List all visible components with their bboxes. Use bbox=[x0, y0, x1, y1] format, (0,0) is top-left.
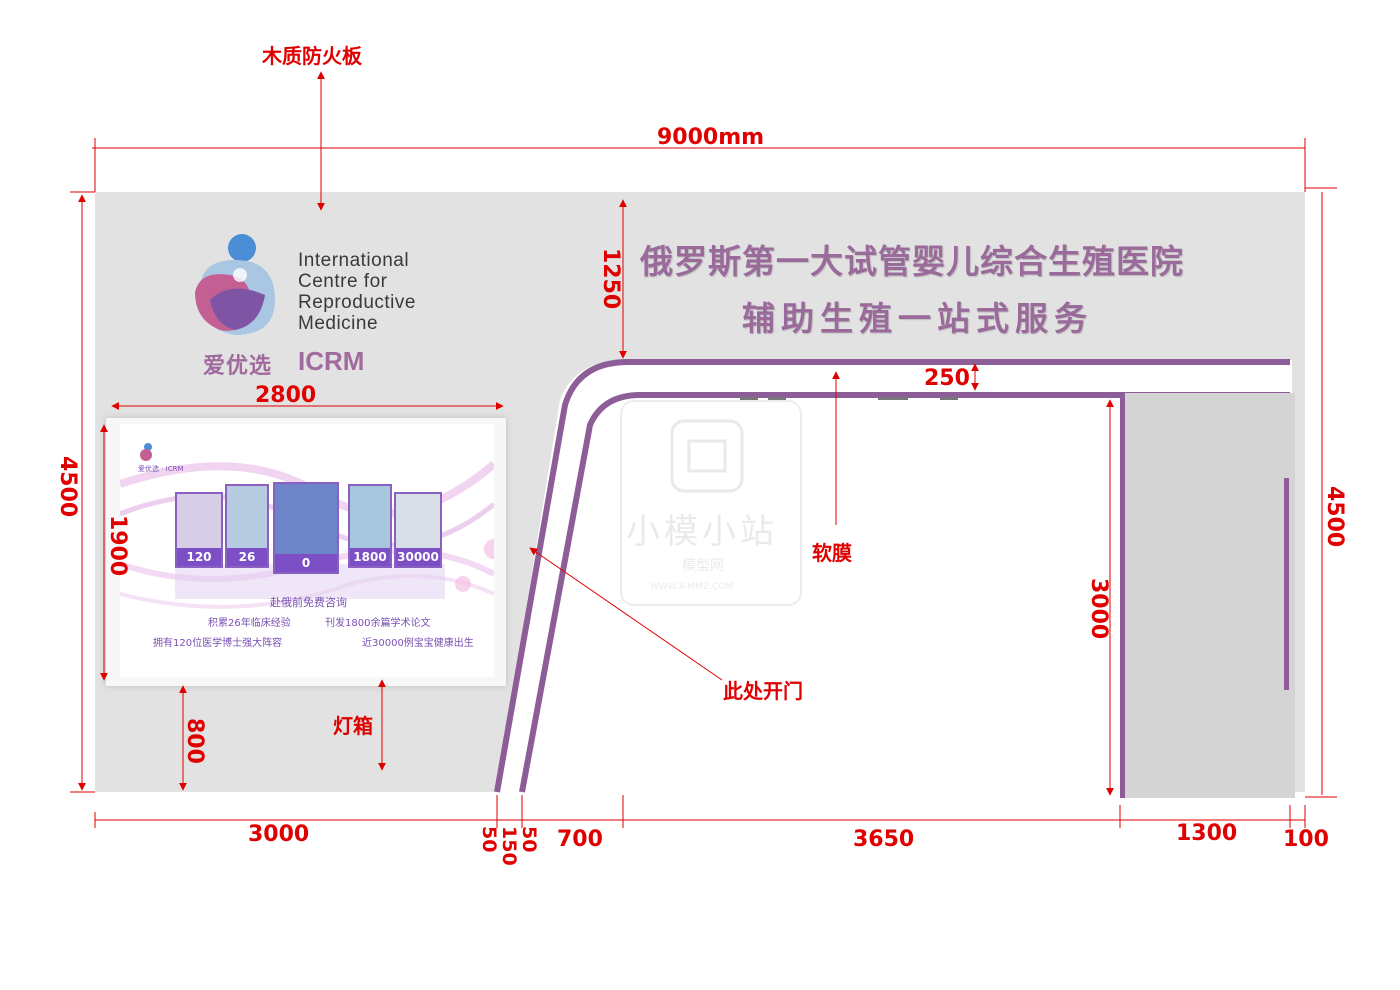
label-bottom-1300: 1300 bbox=[1176, 821, 1238, 846]
screen-line: 赴俄前免费咨询 bbox=[270, 596, 347, 609]
screen-line: 积累26年临床经验 bbox=[208, 618, 291, 629]
label-height-right: 4500 bbox=[1322, 486, 1347, 548]
outer-stripe bbox=[494, 359, 1290, 793]
label-bottom-3650: 3650 bbox=[853, 827, 915, 852]
label-bottom-150: 150 bbox=[498, 826, 520, 866]
label-total-width: 9000mm bbox=[657, 125, 765, 150]
fixture bbox=[768, 397, 786, 400]
main-title: 俄罗斯第一大试管婴儿综合生殖医院 bbox=[640, 242, 1184, 281]
stat-number: 0 bbox=[275, 554, 337, 572]
stat-card: 0 bbox=[273, 482, 339, 574]
door-edge bbox=[1284, 478, 1289, 690]
stat-number: 120 bbox=[177, 548, 221, 566]
label-height-left: 4500 bbox=[55, 456, 80, 518]
fixture bbox=[940, 397, 958, 400]
stat-number: 1800 bbox=[350, 548, 390, 566]
stat-card: 1800 bbox=[348, 484, 392, 568]
screen-logo-icon bbox=[140, 443, 152, 461]
label-lightbox-height: 1900 bbox=[105, 515, 130, 577]
stat-number: 26 bbox=[227, 548, 267, 566]
watermark-icon bbox=[670, 419, 744, 493]
fixture bbox=[740, 397, 758, 400]
label-soft-film: 软膜 bbox=[812, 541, 852, 565]
label-bottom-3000: 3000 bbox=[248, 822, 310, 847]
inner-stripe bbox=[519, 392, 1290, 793]
label-bottom-100: 100 bbox=[1283, 827, 1329, 852]
label-door-here: 此处开门 bbox=[723, 679, 803, 703]
watermark: 小模小站 模型网 WWW.X-MMZ.COM bbox=[620, 400, 802, 606]
label-bottom-50b: 50 bbox=[518, 826, 540, 853]
label-lightbox-width: 2800 bbox=[255, 383, 317, 408]
watermark-url: WWW.X-MMZ.COM bbox=[650, 582, 734, 592]
stat-card: 120 bbox=[175, 492, 223, 568]
screen-line: 拥有120位医学博士强大阵容 bbox=[153, 638, 283, 649]
logo-line: Reproductive bbox=[298, 292, 416, 313]
logo-line: Medicine bbox=[298, 313, 379, 334]
label-fireboard: 木质防火板 bbox=[262, 44, 362, 68]
fixture bbox=[878, 397, 908, 400]
screen-logo-text: 爱优选 · ICRM bbox=[138, 465, 184, 473]
lightbox: 爱优选 · ICRM 120 26 0 1800 30000 赴俄前免费咨询 积… bbox=[106, 418, 506, 686]
logo-chinese: 爱优选 bbox=[203, 354, 273, 379]
watermark-sub: 模型网 bbox=[682, 558, 724, 574]
label-door-height: 3000 bbox=[1086, 578, 1111, 640]
stat-card: 30000 bbox=[394, 492, 442, 568]
label-800: 800 bbox=[182, 718, 207, 764]
lightbox-screen: 爱优选 · ICRM 120 26 0 1800 30000 赴俄前免费咨询 积… bbox=[120, 424, 494, 677]
screen-line: 刊发1800余篇学术论文 bbox=[325, 618, 431, 629]
screen-line: 近30000例宝宝健康出生 bbox=[362, 638, 474, 649]
watermark-text: 小模小站 bbox=[626, 512, 778, 552]
logo-line: Centre for bbox=[298, 271, 388, 292]
label-bottom-50a: 50 bbox=[478, 826, 500, 853]
label-1250: 1250 bbox=[598, 248, 623, 310]
stat-number: 30000 bbox=[396, 548, 440, 566]
door-panel bbox=[1120, 393, 1295, 798]
logo-english-text: International Centre for Reproductive Me… bbox=[298, 250, 416, 334]
sub-title: 辅助生殖一站式服务 bbox=[742, 299, 1093, 338]
icrm-logo-icon bbox=[195, 234, 275, 335]
label-250: 250 bbox=[924, 366, 970, 391]
logo-line: International bbox=[298, 250, 410, 271]
label-lightbox: 灯箱 bbox=[333, 714, 373, 738]
label-bottom-700: 700 bbox=[557, 827, 603, 852]
logo-abbr: ICRM bbox=[298, 346, 365, 376]
stat-card: 26 bbox=[225, 484, 269, 568]
